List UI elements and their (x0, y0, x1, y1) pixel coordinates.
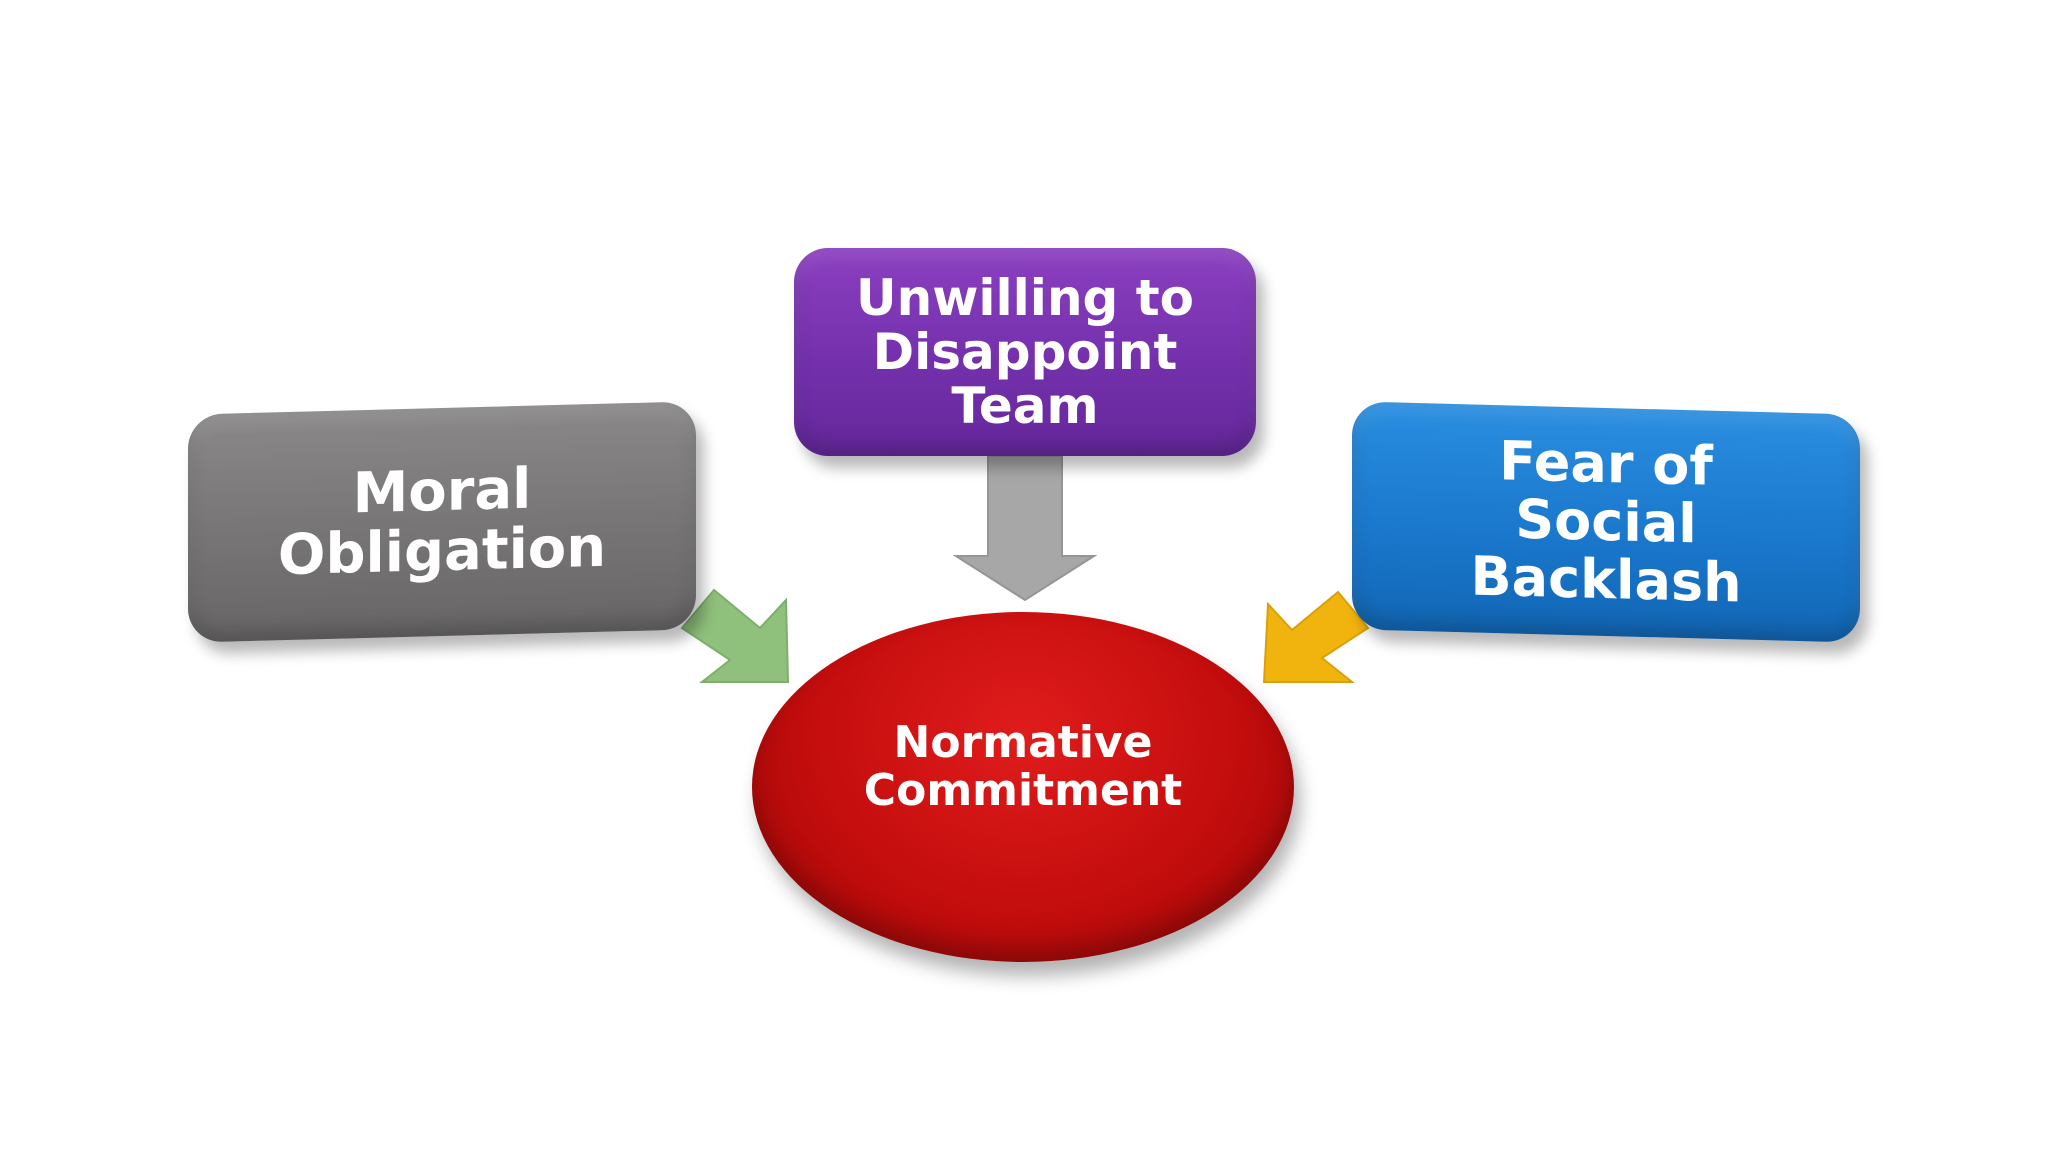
unwilling-to-disappoint-team-label: Unwilling to Disappoint Team (856, 269, 1194, 435)
fear-of-social-backlash-box: Fear of Social Backlash (1352, 401, 1860, 643)
normative-commitment-label: Normative Commitment (863, 716, 1183, 816)
arrow-right-to-center (1262, 590, 1370, 683)
unwilling-to-disappoint-team-box: Unwilling to Disappoint Team (794, 248, 1256, 456)
arrow-top-to-center (952, 455, 1098, 602)
moral-obligation-box: Moral Obligation (188, 401, 696, 643)
arrow-left-to-center (680, 588, 790, 683)
normative-commitment-circle: Normative Commitment (752, 612, 1294, 962)
fear-of-social-backlash-label: Fear of Social Backlash (1470, 428, 1742, 615)
moral-obligation-label: Moral Obligation (277, 456, 607, 589)
